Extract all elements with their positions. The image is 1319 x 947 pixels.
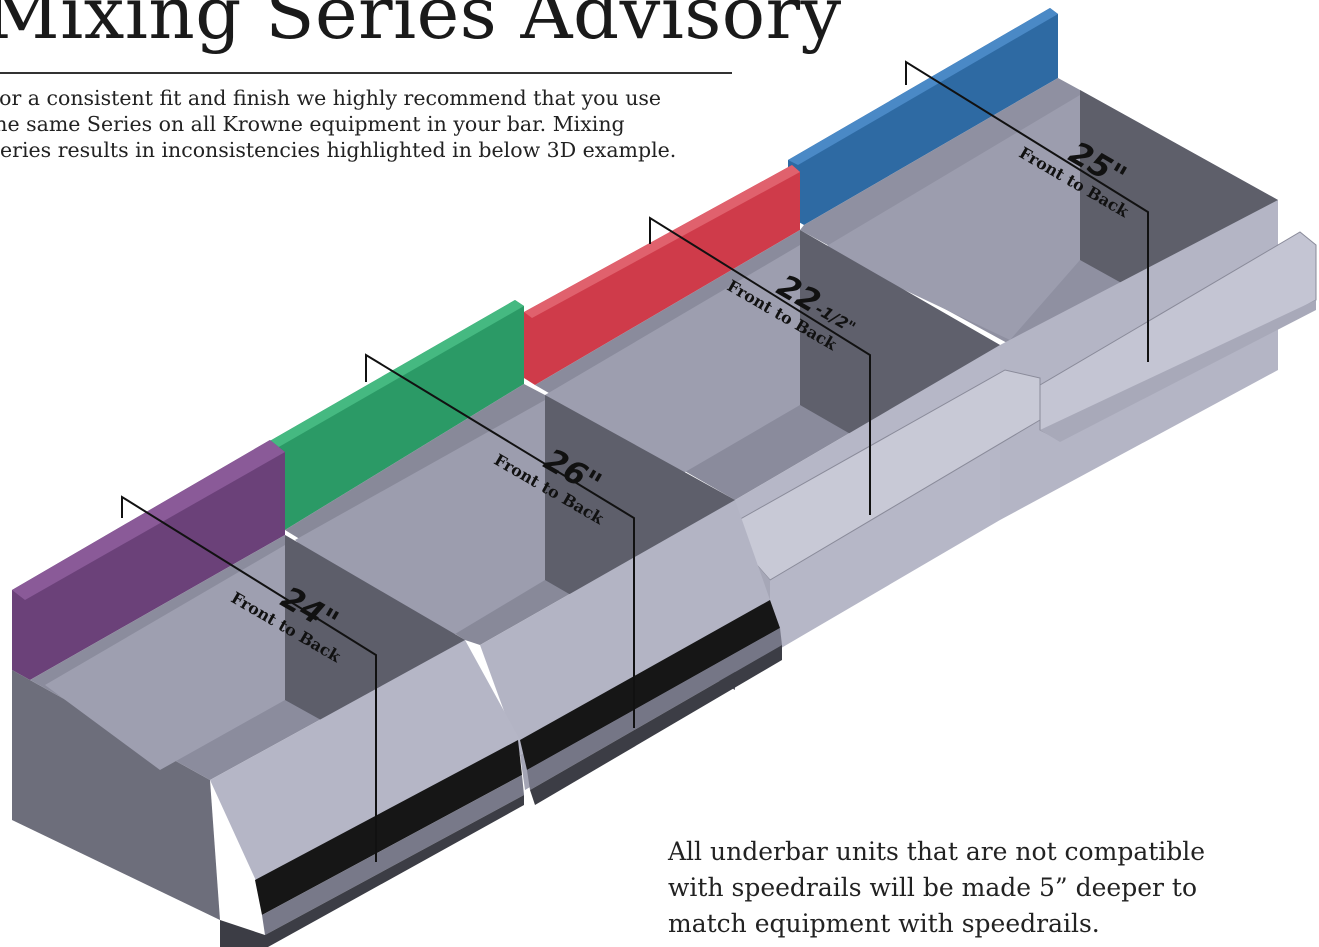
unit-2-speedrail-gray — [527, 628, 782, 790]
dim-line-unit-2 — [365, 353, 635, 728]
unit-1-24in — [12, 440, 524, 947]
dim-line-unit-1 — [121, 495, 377, 862]
unit-1-kick — [220, 795, 524, 947]
unit-1-backsplash — [12, 440, 285, 680]
note-line: with speedrails will be made 5” deeper t… — [668, 873, 1197, 902]
intro-line: Series results in inconsistencies highli… — [0, 138, 677, 162]
note-line: match equipment with speedrails. — [668, 909, 1100, 938]
dim-line-unit-4 — [905, 60, 1149, 362]
intro-line: For a consistent fit and finish we highl… — [0, 86, 662, 110]
unit-2-speedrail-black — [520, 600, 780, 770]
unit-3-22-half-in — [524, 165, 1041, 675]
unit-4-backsplash — [788, 8, 1058, 225]
unit-4-25in — [788, 8, 1317, 520]
title-divider — [0, 72, 732, 74]
unit-3-backsplash-top — [524, 165, 800, 318]
unit-3-backsplash — [524, 165, 800, 385]
unit-1-backsplash-top — [12, 440, 285, 600]
unit-2-backsplash — [268, 300, 524, 530]
unit-1-left-side — [12, 670, 220, 920]
speedrail-note: All underbar units that are not compatib… — [668, 834, 1308, 942]
intro-line: the same Series on all Krowne equipment … — [0, 112, 625, 136]
unit-3-floor — [545, 245, 800, 475]
unit-2-front-face — [480, 500, 770, 755]
intro-paragraph: For a consistent fit and finish we highl… — [0, 85, 746, 163]
unit-1-floor — [45, 545, 285, 770]
dim-line-unit-3 — [649, 216, 871, 515]
unit-4-floor — [820, 95, 1080, 340]
unit-1-speedrail-black — [255, 740, 522, 915]
unit-2-26in — [268, 300, 782, 805]
note-line: All underbar units that are not compatib… — [668, 837, 1206, 866]
dimension-lines — [121, 60, 1149, 862]
page-title: Mixing Series Advisory — [0, 0, 842, 55]
unit-4-speedrail-front — [1040, 300, 1316, 442]
unit-4-backsplash-top — [788, 8, 1058, 165]
unit-1-speedrail-gray — [262, 775, 524, 935]
unit-2-kick — [530, 645, 782, 805]
unit-1-front-face — [210, 640, 520, 885]
